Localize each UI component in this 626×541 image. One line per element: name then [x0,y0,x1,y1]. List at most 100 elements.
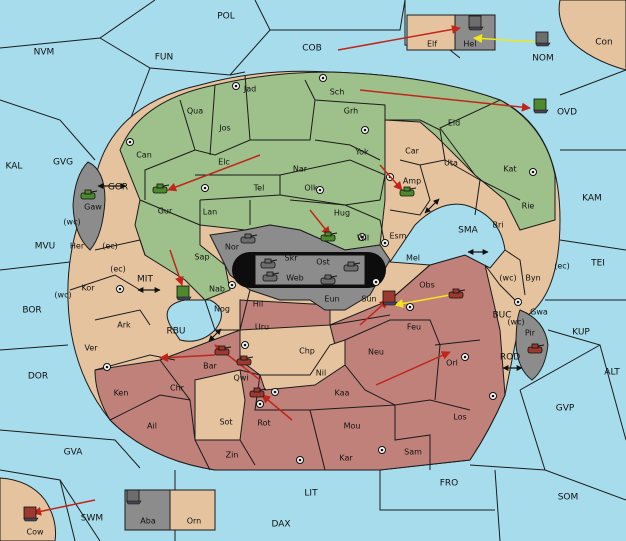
label-mvu: MVU [35,242,56,252]
unit-army-qwi[interactable] [236,355,254,366]
label-feu: Feu [407,323,421,332]
unit-army-bar[interactable] [214,345,232,356]
unit-army-skr[interactable] [260,258,278,269]
label-sch: Sch [330,88,345,97]
label-kup: KUP [572,328,590,338]
label-nar: Nar [293,165,308,174]
label-sam: Sam [404,448,422,457]
label-aba: Aba [140,517,156,526]
label-bar: Bar [203,362,217,371]
unit-fleet-mit[interactable] [176,285,192,301]
label-gor: GOR [108,183,128,193]
unit-fleet-nom[interactable] [535,31,551,47]
unit-army-amp[interactable] [399,186,417,197]
unit-fleet-sun[interactable] [382,290,398,306]
label-esm: Esm [389,232,406,241]
green-region [119,71,556,251]
unit-fleet-cow[interactable] [23,506,39,522]
label-alt: ALT [604,368,620,378]
label-ark: Ark [117,321,131,330]
label-cow: Cow [26,528,43,537]
label-rie: Rie [522,202,535,211]
label-sma: SMA [458,226,478,236]
label-can: Can [136,151,152,160]
label-rot: Rot [257,419,270,428]
label-tei: TEI [590,259,605,269]
province-kat[interactable] [439,99,556,231]
label-sun: Sun [361,295,376,304]
adjacency-arrows [97,183,523,371]
unit-fleet-aba[interactable] [126,489,142,505]
label-byn: Byn [525,274,540,283]
unit-army-eun[interactable] [320,274,338,285]
label-ken: Ken [114,389,129,398]
label-her: Her [70,242,85,251]
label-mel: Mel [406,254,420,263]
province-con[interactable] [558,0,626,71]
province-orn[interactable] [169,489,216,531]
label-kaa: Kaa [335,389,350,398]
label-uta: Uta [444,159,458,168]
label-ver: Ver [84,344,98,353]
label-yok: Yok [354,148,369,157]
label-skr: Skr [285,254,299,263]
label-ost: Ost [316,258,330,267]
units-layer [23,15,551,522]
supply-centers [103,74,537,464]
label-dax: DAX [271,520,290,530]
label-ail: Ail [147,422,157,431]
province-labels: POL COB NVM FUN Con NOM Elf Hel Jad Sch … [6,12,621,537]
unit-army-gur[interactable] [152,183,170,194]
label-nil: Nil [316,369,326,378]
label-ec3: (ec) [554,262,570,271]
label-buc: BUC [492,311,511,321]
label-jos: Jos [218,124,230,133]
label-hil: Hil [253,300,263,309]
label-nor: Nor [225,243,240,252]
label-web: Web [286,274,303,283]
unit-army-rot[interactable] [249,387,267,398]
unit-fleet-hel[interactable] [468,15,484,31]
label-kat: Kat [503,165,516,174]
label-orl: Orl [446,359,458,368]
unit-army-nor[interactable] [240,233,258,244]
unit-army-wil[interactable] [320,231,338,242]
order-arrows [32,25,536,516]
label-hel: Hel [463,40,476,49]
label-hug: Hug [334,209,350,218]
label-gur: Gur [158,207,173,216]
label-zin: Zin [226,451,239,460]
label-eld: Eld [448,119,460,128]
province-sot[interactable] [194,369,246,441]
label-wc2: (wc) [499,274,516,283]
label-som: SOM [558,493,579,503]
label-cob: COB [302,44,322,54]
label-swm: SWM [81,514,103,524]
label-tel: Tel [253,184,265,193]
unit-army-gaw[interactable] [80,189,98,200]
label-jad: Jad [243,85,256,94]
label-gvp: GVP [556,404,575,414]
unit-army-ost[interactable] [343,261,361,272]
label-gwa: Gwa [530,308,548,317]
label-sap: Sap [194,253,209,262]
label-gaw: Gaw [84,203,102,212]
unit-army-web[interactable] [262,271,280,282]
label-bri: Bri [493,221,504,230]
label-elf: Elf [427,40,437,49]
label-kal: KAL [6,162,23,172]
label-mit: MIT [137,275,153,285]
label-fro: FRO [440,479,459,489]
sea-rbu[interactable] [166,299,222,342]
label-car: Car [405,147,419,156]
label-rbu: RBU [166,327,185,337]
label-ec2: (ec) [110,265,126,274]
province-gaw[interactable] [72,161,106,251]
unit-fleet-ovd[interactable] [533,98,549,114]
unit-army-obs[interactable] [448,288,466,299]
label-wil: Wil [357,234,369,243]
label-nvm: NVM [34,48,55,58]
unit-army-pir[interactable] [527,343,545,354]
